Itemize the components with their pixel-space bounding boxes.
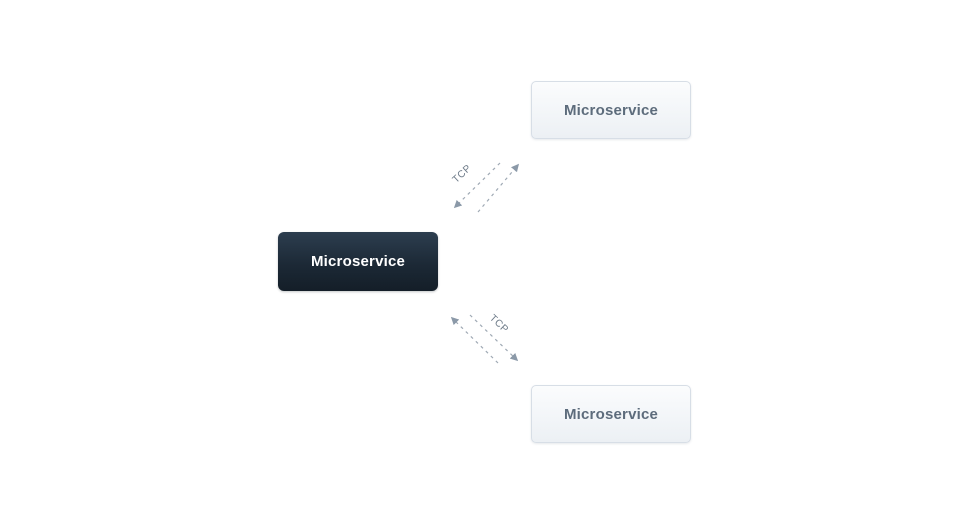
connector-center-to-top-right: TCP bbox=[451, 162, 520, 213]
node-label: Microservice bbox=[310, 253, 406, 270]
node-microservice-top-right: Microservice bbox=[531, 81, 691, 139]
node-microservice-center: Microservice bbox=[278, 232, 438, 291]
node-microservice-bottom-right: Microservice bbox=[531, 385, 691, 443]
dashed-arrow-to-center bbox=[450, 316, 499, 364]
protocol-label: TCP bbox=[451, 163, 474, 186]
connector-center-to-bottom-right: TCP bbox=[450, 313, 519, 364]
dashed-arrow-to-top-right bbox=[477, 163, 520, 213]
node-label: Microservice bbox=[563, 101, 659, 119]
protocol-label: TCP bbox=[487, 313, 510, 336]
node-label: Microservice bbox=[563, 405, 659, 423]
